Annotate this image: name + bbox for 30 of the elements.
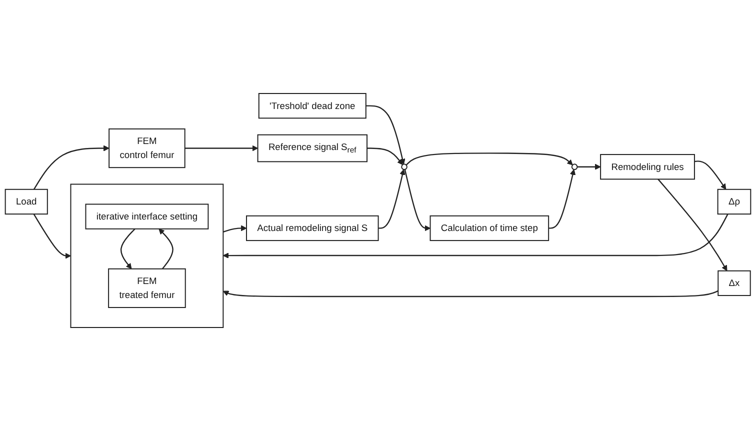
arrow bbox=[366, 105, 406, 165]
arrow bbox=[404, 169, 431, 232]
node-box: Calculation of time step bbox=[430, 215, 550, 242]
node-box: iterative interface setting bbox=[85, 204, 209, 230]
node-box: Load bbox=[4, 188, 48, 215]
arrow bbox=[367, 148, 403, 165]
arrow bbox=[33, 214, 71, 259]
arrow bbox=[406, 152, 573, 166]
arrow bbox=[184, 145, 258, 152]
arrow bbox=[577, 164, 601, 170]
arrow bbox=[548, 169, 576, 229]
node-box: Δx bbox=[718, 270, 751, 296]
node-box: Actual remodeling signal S bbox=[246, 215, 379, 242]
node-circle bbox=[401, 164, 408, 170]
arrow bbox=[33, 145, 110, 190]
node-box: FEM control femur bbox=[108, 128, 186, 168]
node-box: Reference signal S$_{ref}$ bbox=[257, 134, 368, 162]
arrow bbox=[694, 160, 726, 190]
node-box: 'Treshold' dead zone bbox=[258, 93, 366, 119]
cluster bbox=[70, 184, 224, 328]
node-box: FEM treated femur bbox=[108, 268, 186, 308]
arrow bbox=[158, 228, 174, 270]
node-box: Remodeling rules bbox=[600, 154, 695, 180]
arrow bbox=[658, 178, 728, 272]
arrow bbox=[223, 225, 247, 232]
node-circle bbox=[571, 164, 578, 170]
arrow bbox=[222, 290, 718, 298]
node-box: Δρ bbox=[717, 188, 752, 215]
arrow bbox=[378, 169, 406, 229]
arrow bbox=[120, 228, 136, 270]
